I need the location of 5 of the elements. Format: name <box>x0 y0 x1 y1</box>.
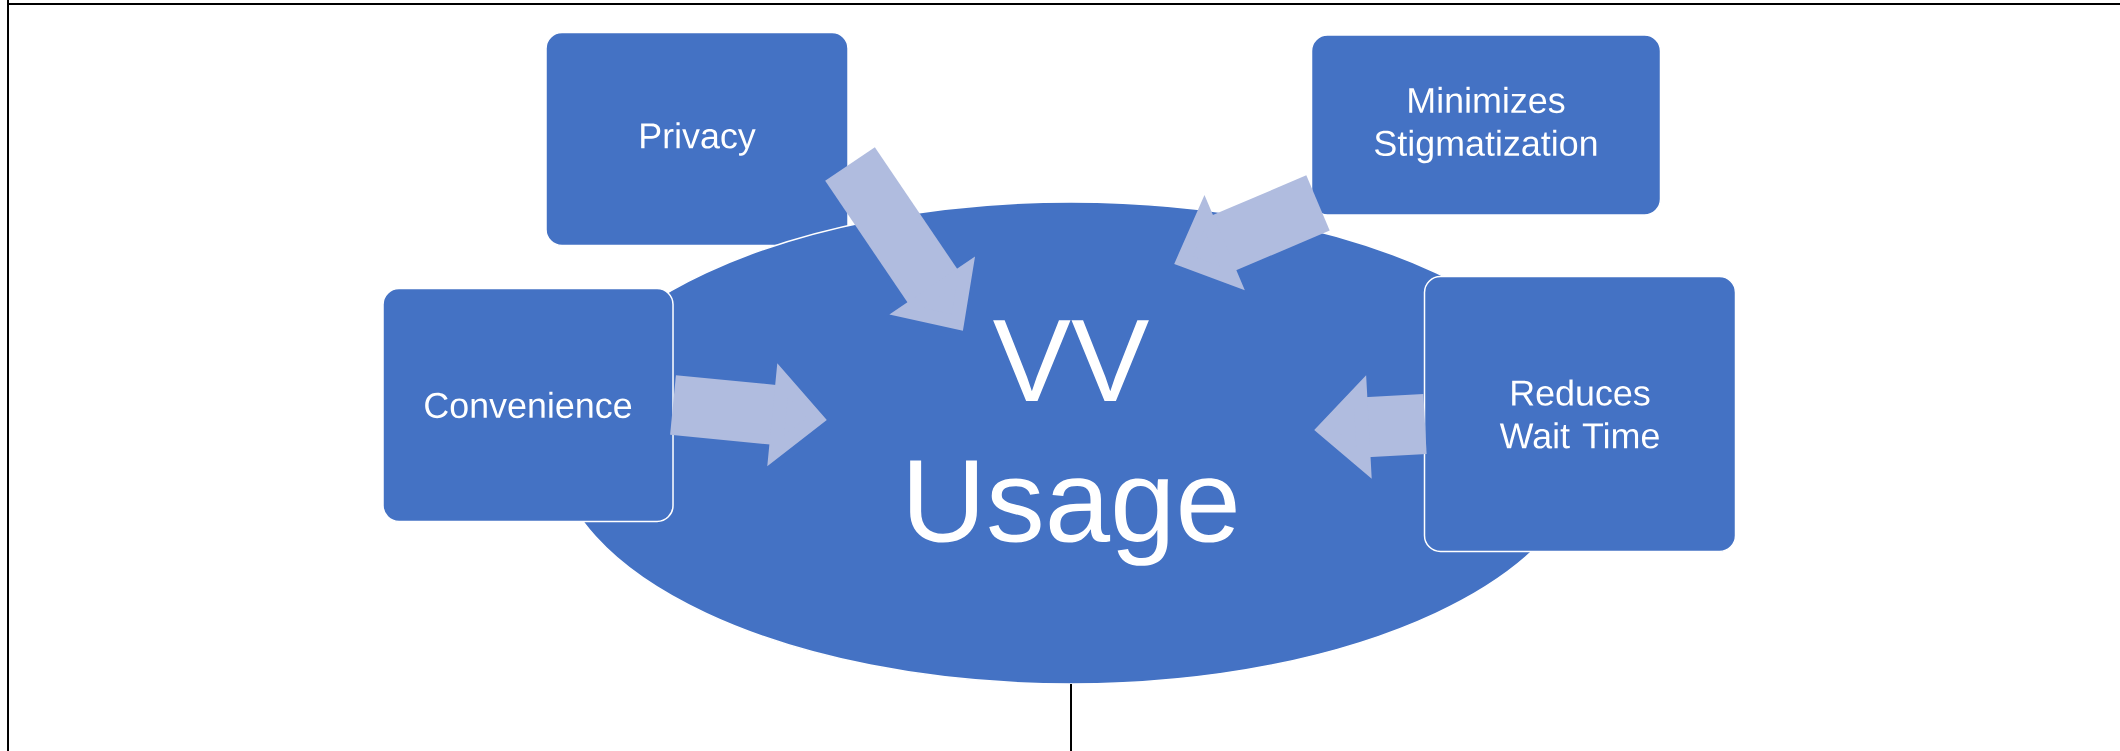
factor-box: Privacy <box>545 31 849 247</box>
factor-box: Minimizes Stigmatization <box>1310 34 1662 216</box>
factor-box: Reduces Wait Time <box>1423 275 1737 553</box>
factor-box: Convenience <box>382 287 674 523</box>
connector-line <box>1070 683 1072 751</box>
